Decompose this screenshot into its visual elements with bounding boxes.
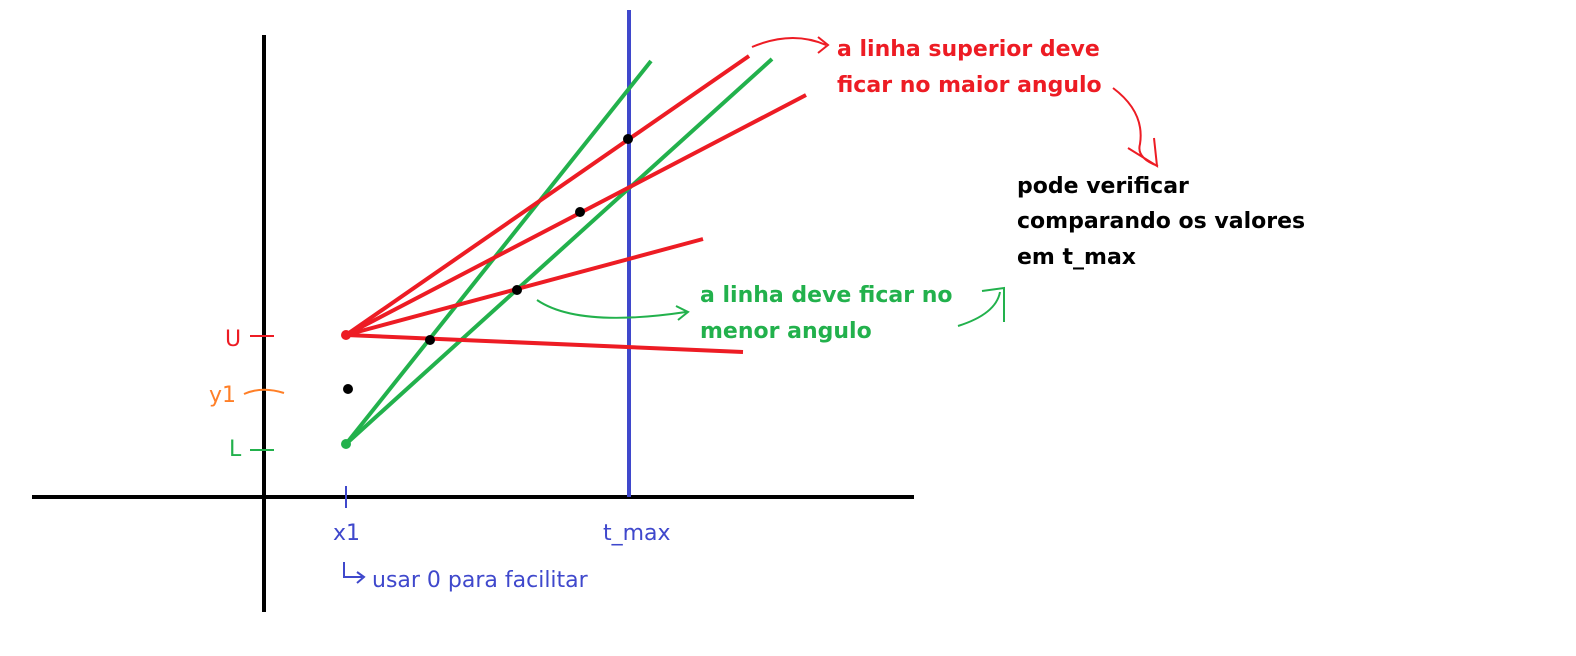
black-annotation-line3: em t_max: [1017, 245, 1136, 270]
data-point: [575, 207, 585, 217]
data-point: [512, 285, 522, 295]
green-line-shallow: [344, 57, 774, 446]
hook-arrow: [343, 562, 366, 584]
label-L: L: [229, 437, 242, 462]
data-point: [623, 134, 633, 144]
red-annotation-line2: ficar no maior angulo: [837, 73, 1102, 98]
data-point: [425, 335, 435, 345]
black-annotation-line2: comparando os valores: [1017, 209, 1305, 234]
label-U: U: [225, 327, 241, 352]
red-line-1: [344, 54, 751, 337]
red-arrow-in: [751, 36, 830, 54]
green-arrow-in: [536, 299, 690, 321]
point-L: [341, 439, 351, 449]
green-line-steep: [344, 59, 653, 446]
green-annotation-line2: menor angulo: [700, 319, 872, 344]
green-annotation-line1: a linha deve ficar no: [700, 283, 952, 308]
red-line-3: [345, 237, 704, 337]
point-U: [341, 330, 351, 340]
black-annotation-line1: pode verificar: [1017, 174, 1189, 199]
label-x1: x1: [333, 521, 360, 546]
green-arrow-out: [957, 286, 1005, 327]
label-t-max: t_max: [603, 521, 671, 546]
red-annotation-line1: a linha superior deve: [837, 37, 1100, 62]
label-y1: y1: [209, 383, 236, 408]
red-line-4: [345, 333, 744, 354]
red-arrow-out: [1112, 87, 1159, 168]
tick-y1: [243, 388, 285, 395]
x1-note: usar 0 para facilitar: [372, 568, 589, 593]
data-point: [343, 384, 353, 394]
